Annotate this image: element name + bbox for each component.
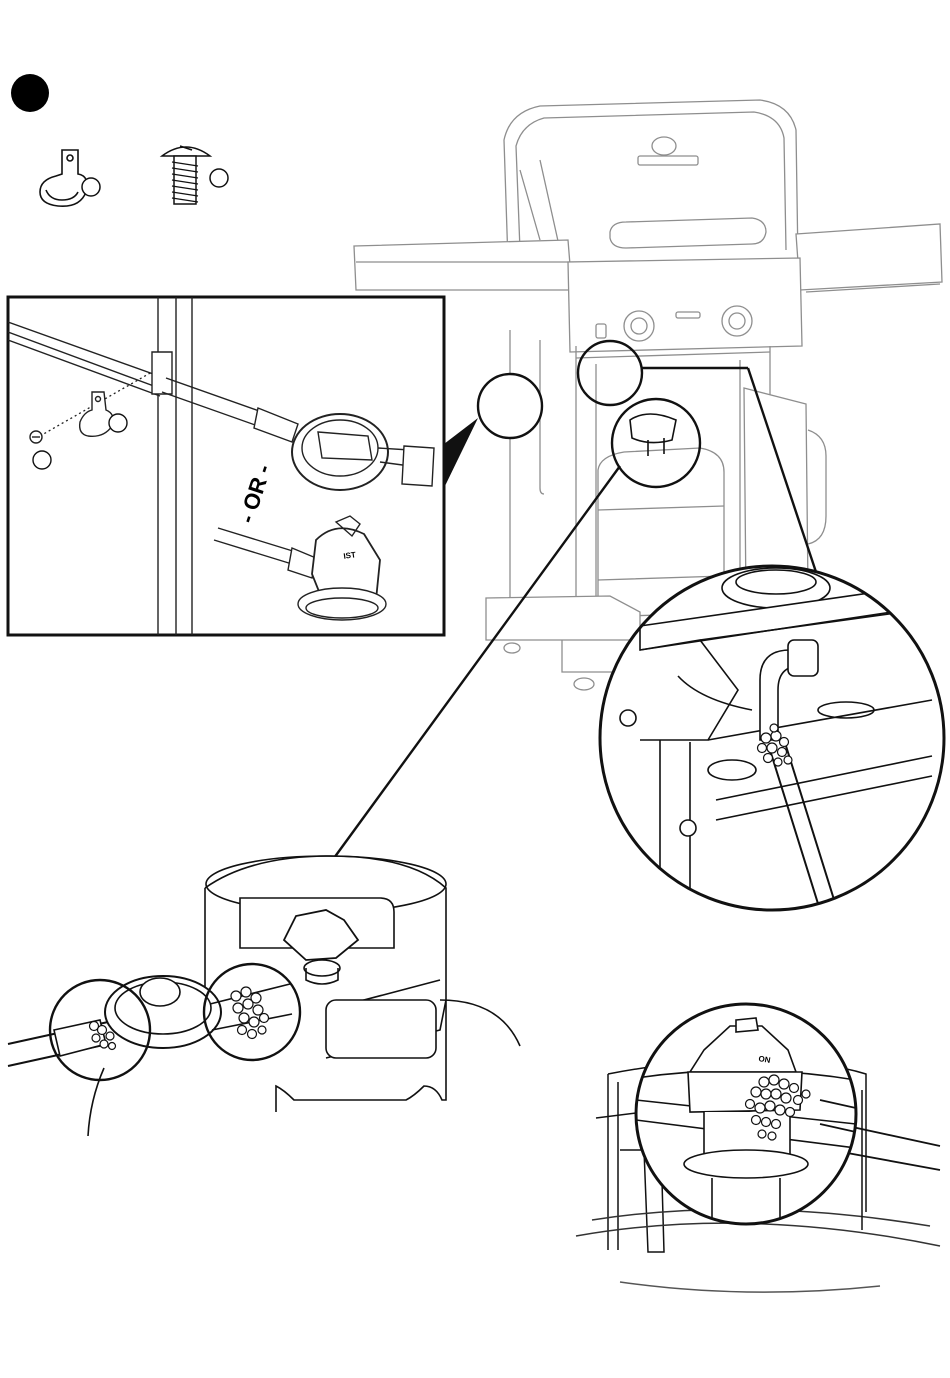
- hose-clip-inset: - OR - IST: [8, 297, 444, 635]
- regulator-tag-text: IST: [343, 550, 357, 561]
- hose-clip-location-callout: [478, 374, 542, 438]
- inset-clip-callout: [109, 414, 127, 432]
- screw-callout: [210, 169, 228, 187]
- screw-icon: [162, 146, 210, 204]
- inset-screw-callout: [33, 451, 51, 469]
- panel-leak-check-detail: [600, 566, 944, 910]
- tank-valve-leak-check-detail: [8, 856, 520, 1136]
- hose-clip-callout: [82, 178, 100, 196]
- leader-pointer-inset: [444, 418, 478, 488]
- step-number-badge: [11, 74, 49, 112]
- hose-clip-icon: [40, 150, 87, 206]
